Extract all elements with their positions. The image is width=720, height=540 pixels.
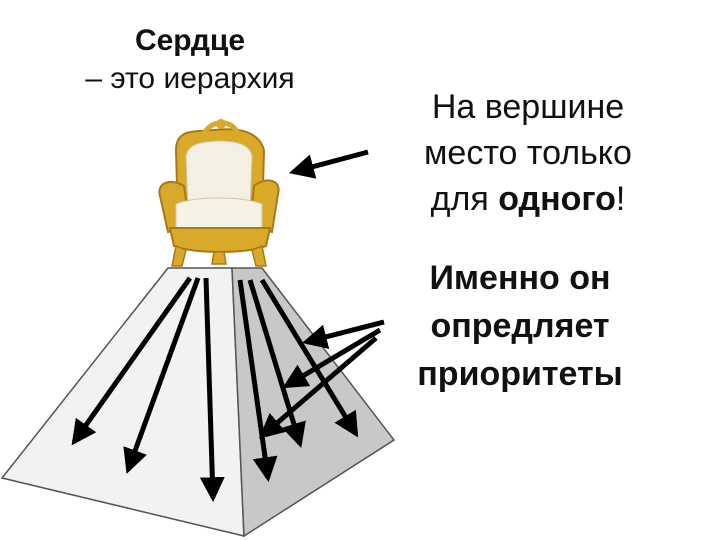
title-line-1: Сердце [20, 22, 360, 60]
title-line-2: – это иерархия [20, 60, 360, 98]
callout-bottom: Именно он опредляет приоритеты [370, 254, 670, 398]
arrow-to-throne [293, 152, 368, 172]
callout-top-suffix: ! [616, 180, 625, 218]
callout-bottom-line-1: Именно он [370, 254, 670, 302]
callout-top-line-1: На вершине [378, 84, 678, 130]
diagram-title: Сердце – это иерархия [20, 22, 360, 98]
throne-icon [159, 119, 278, 266]
callout-top-emphasis: одного [498, 180, 616, 218]
callout-bottom-line-2: опредляет [370, 302, 670, 350]
callout-top-line-3: для одного! [378, 176, 678, 222]
callout-bottom-line-3: приоритеты [370, 350, 670, 398]
callout-top: На вершине место только для одного! [378, 84, 678, 222]
callout-top-line-2: место только [378, 130, 678, 176]
callout-top-prefix: для [431, 180, 499, 218]
